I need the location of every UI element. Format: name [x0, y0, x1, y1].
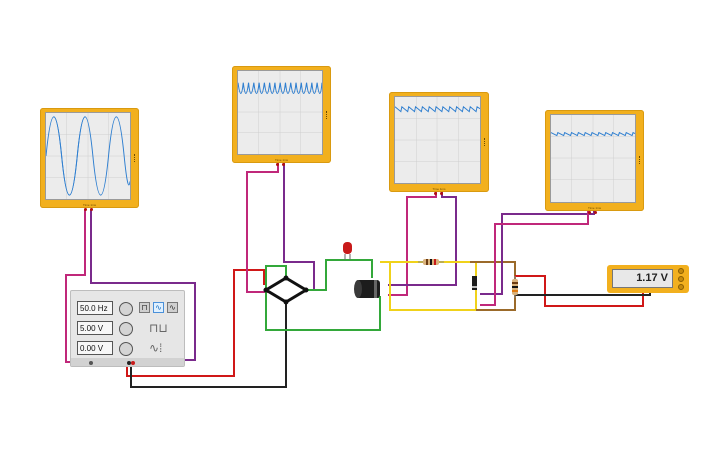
offset-field[interactable]: 0.00 V — [77, 341, 113, 355]
wave-shape-icon: ∿⁞ — [149, 341, 163, 355]
scope-caption: Time 1ms — [432, 187, 446, 191]
oscilloscope-4[interactable]: Time 1ms — [545, 110, 644, 214]
ground-terminal[interactable] — [89, 361, 93, 365]
negative-terminal[interactable] — [127, 361, 131, 365]
scope-terminal[interactable] — [440, 192, 443, 195]
wire-black[interactable] — [515, 293, 651, 296]
wire-red[interactable] — [126, 269, 265, 377]
resistor[interactable] — [418, 259, 444, 265]
scope-side-controls — [484, 138, 487, 146]
scope-terminal[interactable] — [594, 211, 597, 214]
scope-trace — [46, 113, 130, 199]
resistor[interactable] — [512, 276, 518, 298]
scope-side-controls — [134, 154, 137, 162]
wire-purple[interactable] — [90, 209, 196, 361]
wave-shape-icon: ⊓⊔ — [149, 321, 168, 335]
bridge-rectifier[interactable] — [263, 275, 309, 305]
wire-purple[interactable] — [388, 192, 457, 286]
wire-red[interactable] — [515, 275, 644, 307]
multimeter[interactable]: 1.17 V — [607, 265, 689, 293]
square-wave-button[interactable]: ⊓ — [139, 302, 150, 313]
wire-purple[interactable] — [283, 163, 315, 291]
wire-magenta[interactable] — [65, 209, 86, 363]
multimeter-mode-button[interactable] — [678, 276, 684, 282]
scope-trace — [551, 115, 635, 202]
triangle-wave-button[interactable]: ∿ — [167, 302, 178, 313]
wire-magenta[interactable] — [480, 211, 589, 306]
scope-side-controls — [639, 156, 642, 165]
scope-terminal[interactable] — [276, 163, 279, 166]
oscilloscope-2[interactable]: Time 1ms — [232, 66, 331, 166]
scope-caption: Time 1ms — [274, 158, 289, 162]
oscilloscope-3[interactable]: Time 1ms — [389, 92, 489, 195]
wire-green[interactable] — [265, 265, 381, 331]
sine-wave-button[interactable]: ∿ — [153, 302, 164, 313]
scope-terminal[interactable] — [90, 208, 93, 211]
wire-magenta[interactable] — [246, 163, 279, 293]
multimeter-mode-button[interactable] — [678, 268, 684, 274]
oscilloscope-1[interactable]: Time 1ms — [40, 108, 139, 211]
scope-terminal[interactable] — [84, 208, 87, 211]
frequency-field[interactable]: 50.0 Hz — [77, 301, 113, 315]
multimeter-display: 1.17 V — [612, 269, 673, 288]
scope-screen — [394, 96, 481, 184]
scope-screen — [550, 114, 636, 203]
scope-caption: Time 1ms — [587, 206, 602, 210]
amplitude-knob[interactable] — [119, 322, 133, 336]
wire-magenta[interactable] — [388, 192, 437, 296]
wire-green[interactable] — [306, 259, 373, 291]
scope-terminal[interactable] — [434, 192, 437, 195]
scope-terminal[interactable] — [282, 163, 285, 166]
led[interactable] — [343, 242, 352, 260]
scope-screen — [237, 70, 323, 155]
frequency-knob[interactable] — [119, 302, 133, 316]
scope-screen — [45, 112, 131, 200]
scope-caption: Time 1ms — [82, 203, 97, 207]
capacitor[interactable] — [354, 280, 380, 298]
scope-terminal[interactable] — [588, 211, 591, 214]
wire-black[interactable] — [130, 300, 287, 388]
offset-knob[interactable] — [119, 342, 133, 356]
scope-trace — [238, 71, 322, 154]
diode[interactable] — [472, 276, 477, 290]
scope-side-controls — [326, 110, 329, 119]
positive-terminal[interactable] — [131, 361, 135, 365]
function-generator[interactable]: 50.0 Hz 5.00 V 0.00 V ⊓ ∿ ∿ ⊓⊔ ∿⁞ — [70, 290, 185, 367]
amplitude-field[interactable]: 5.00 V — [77, 321, 113, 335]
multimeter-mode-button[interactable] — [678, 284, 684, 290]
scope-trace — [395, 97, 480, 183]
